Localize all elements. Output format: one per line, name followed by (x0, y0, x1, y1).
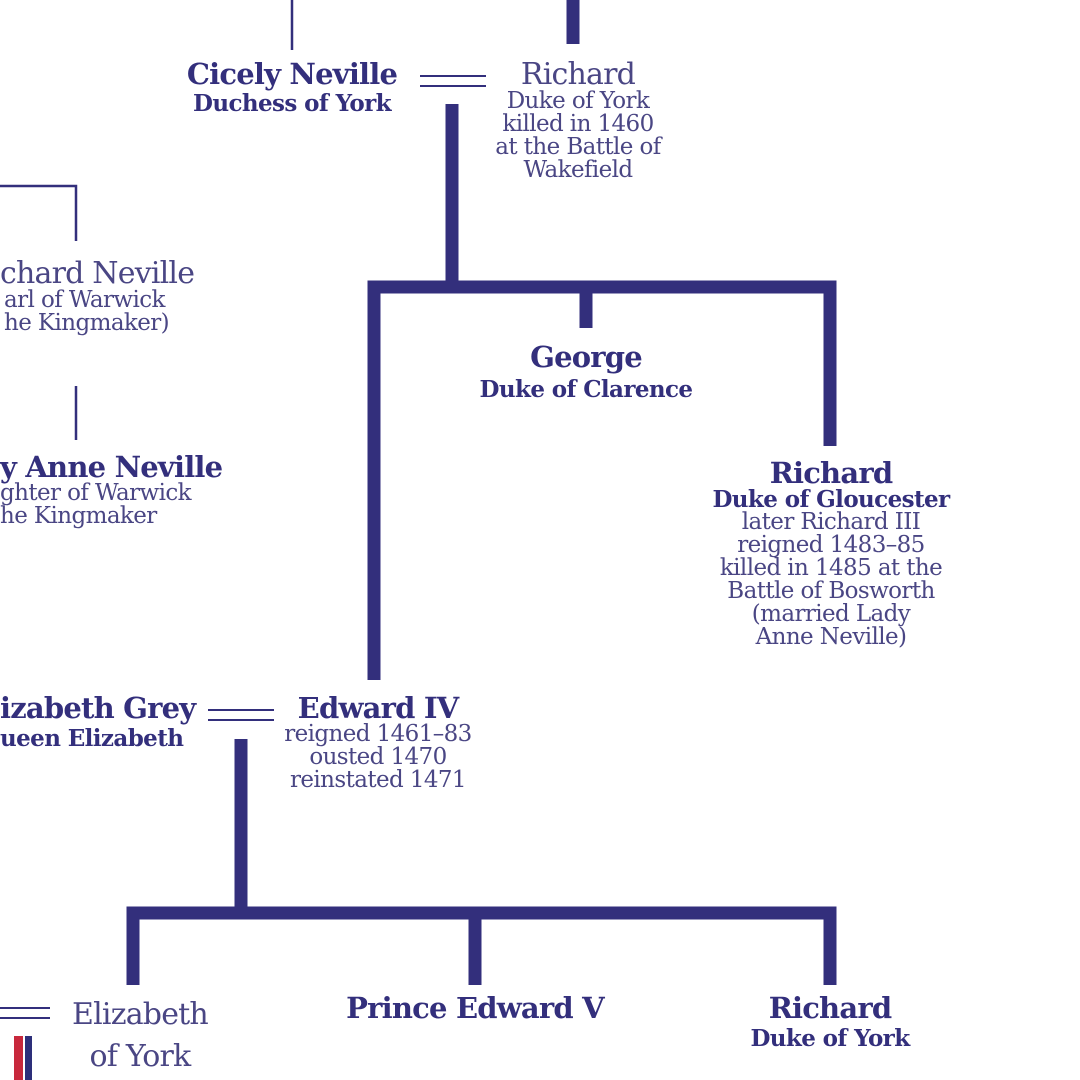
person-name: Edward IV (297, 691, 459, 725)
person-note: killed in 1460 (502, 111, 654, 137)
person-name: Richard (769, 456, 893, 490)
york-children-bar (367, 280, 837, 680)
person-cicely-neville: Cicely Neville Duchess of York (172, 60, 412, 119)
person-elizabeth-of-york: Elizabeth of York (60, 994, 220, 1078)
person-name: Richard (768, 991, 892, 1025)
person-anne-neville: y Anne Neville ghter of Warwick he Kingm… (0, 450, 223, 529)
person-title: Duke of York (750, 1025, 910, 1052)
house-colour-gap (23, 1036, 25, 1080)
person-prince-edward-v: Prince Edward V (330, 994, 620, 1023)
person-note: reigned 1483–85 (737, 532, 925, 558)
person-george-clarence: George Duke of Clarence (460, 343, 712, 408)
person-note: Wakefield (523, 157, 633, 183)
person-note: Duke of York (506, 88, 650, 114)
person-name: Richard (520, 57, 636, 92)
person-note: reinstated 1471 (290, 767, 467, 793)
person-title: Duchess of York (193, 90, 392, 117)
person-name: izabeth Grey (0, 691, 196, 725)
person-name: Prince Edward V (346, 991, 604, 1025)
person-note: Anne Neville) (755, 624, 907, 650)
person-note: arl of Warwick (4, 287, 165, 313)
person-note: he Kingmaker) (4, 310, 170, 336)
person-note: at the Battle of (495, 134, 661, 160)
person-richard-neville-warwick: chard Neville arl of Warwick he Kingmake… (0, 256, 195, 336)
person-elizabeth-grey: izabeth Grey ueen Elizabeth (0, 691, 196, 755)
house-colour-blue (25, 1036, 32, 1080)
person-title: ueen Elizabeth (0, 725, 184, 752)
person-note: (married Lady (751, 601, 911, 627)
person-name-line: Elizabeth (72, 997, 209, 1032)
person-name: Cicely Neville (186, 57, 398, 91)
person-note: later Richard III (741, 509, 921, 535)
person-name-line: of York (89, 1039, 192, 1074)
house-colour-red (14, 1036, 23, 1080)
person-note: he Kingmaker (0, 503, 157, 529)
warwick-parent-line (0, 184, 78, 241)
person-name: George (530, 340, 643, 374)
person-note: Battle of Bosworth (727, 578, 935, 604)
person-name: y Anne Neville (0, 450, 223, 484)
person-note: ousted 1470 (309, 744, 447, 770)
person-richard-gloucester: Richard Duke of Gloucester later Richard… (700, 459, 962, 649)
person-note: reigned 1461–83 (284, 721, 472, 747)
person-title: Duke of Gloucester (712, 486, 950, 513)
person-note: killed in 1485 at the (719, 555, 943, 581)
house-colour-marker (14, 1036, 32, 1080)
person-richard-duke-of-york: Richard Duke of York killed in 1460 at t… (468, 60, 688, 182)
person-edward-iv: Edward IV reigned 1461–83 ousted 1470 re… (272, 694, 484, 792)
person-note: ghter of Warwick (0, 480, 192, 506)
person-title: Duke of Clarence (479, 376, 694, 403)
person-richard-duke-of-york-jr: Richard Duke of York (720, 994, 940, 1055)
person-name: chard Neville (0, 256, 195, 291)
